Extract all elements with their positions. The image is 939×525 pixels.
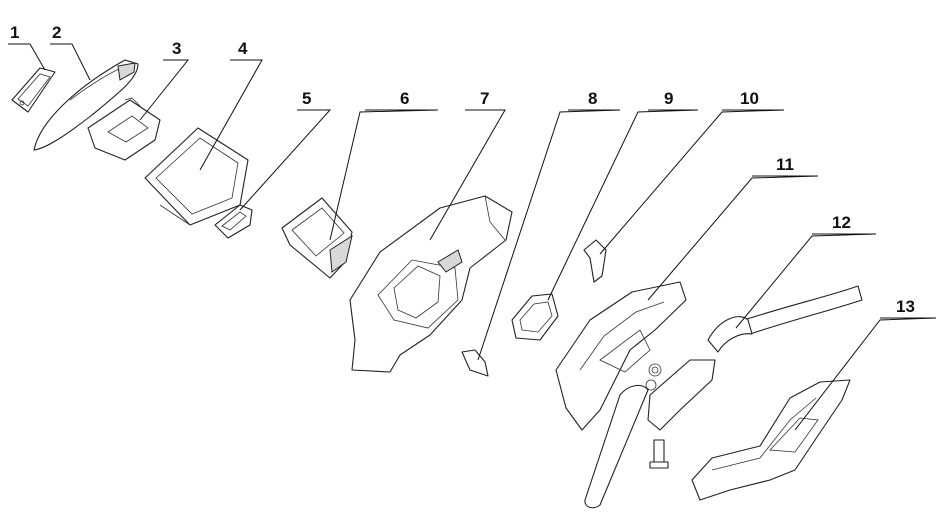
leader-12	[735, 233, 877, 329]
callout-9: 9	[664, 89, 673, 108]
callout-labels: 1 2 3 4 5 6 7 8 9 10 11 12 13	[10, 23, 915, 316]
part-12-handlebar	[584, 285, 863, 509]
leader-8	[477, 109, 621, 361]
callout-10: 10	[740, 89, 759, 108]
callout-12: 12	[832, 213, 851, 232]
callout-leaders	[8, 43, 937, 431]
leader-11	[647, 175, 819, 301]
callout-11: 11	[776, 155, 794, 174]
part-6-housing	[281, 197, 353, 279]
leader-10	[599, 109, 785, 255]
part-5-small-cover	[214, 204, 253, 239]
callout-5: 5	[302, 89, 311, 108]
leader-6	[329, 109, 439, 241]
callout-7: 7	[480, 89, 489, 108]
leader-1	[8, 43, 46, 71]
part-2-visor	[33, 59, 139, 151]
leader-13	[794, 317, 937, 431]
leader-4	[199, 59, 263, 171]
callout-2: 2	[52, 23, 61, 42]
part-4-display-frame	[144, 127, 249, 226]
leader-7	[429, 109, 506, 241]
part-13-lower-frame	[691, 379, 851, 501]
part-7-front-cowl	[349, 195, 513, 373]
leader-3	[139, 59, 190, 121]
callout-1: 1	[10, 23, 19, 42]
callout-6: 6	[400, 89, 409, 108]
leader-2	[50, 43, 91, 81]
part-11-inner-frame	[555, 281, 687, 431]
part-8-clip	[461, 349, 489, 377]
part-9-cup	[511, 293, 559, 341]
leader-9	[547, 109, 699, 301]
leader-5	[239, 109, 332, 211]
callout-13: 13	[896, 297, 915, 316]
part-10-small-bracket	[583, 239, 607, 283]
callout-3: 3	[172, 39, 181, 58]
part-3-bracket	[87, 97, 161, 161]
callout-4: 4	[238, 39, 248, 58]
part-1-small-bezel	[11, 67, 56, 113]
callout-8: 8	[588, 89, 597, 108]
